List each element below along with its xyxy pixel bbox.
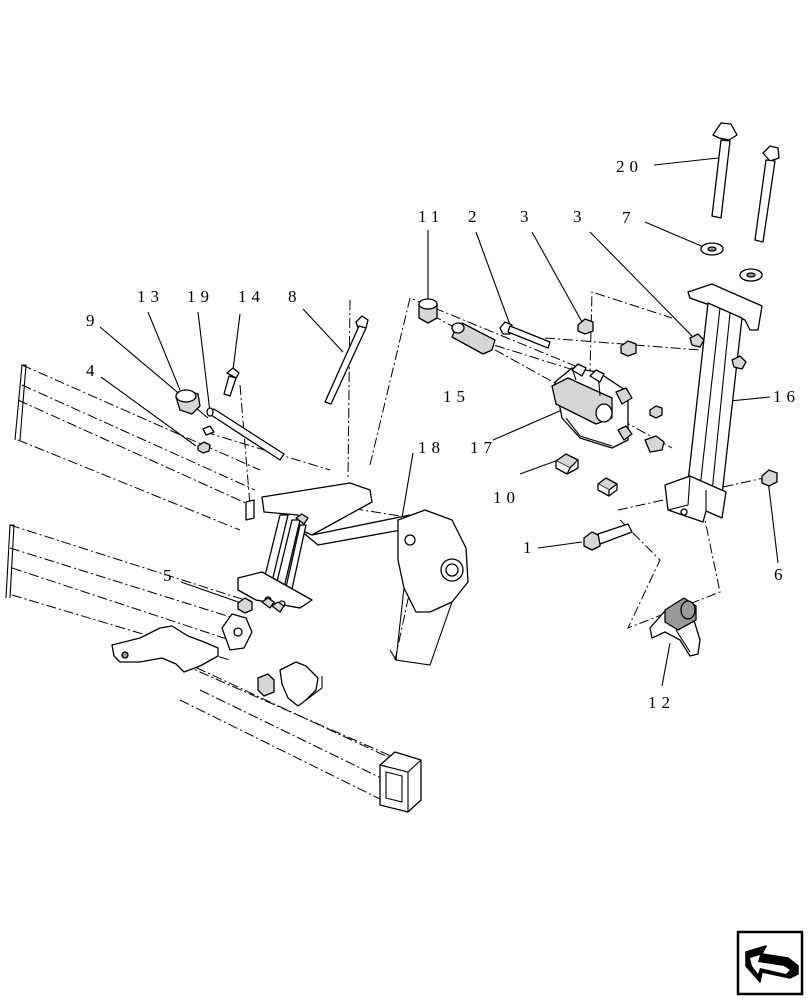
label-3a: 3: [520, 207, 534, 226]
label-18: 18: [418, 438, 445, 457]
label-12: 12: [648, 693, 675, 712]
label-9: 9: [86, 311, 100, 330]
label-11: 11: [418, 207, 444, 226]
item-15-sleeve: [451, 322, 496, 355]
item-5-nut: [237, 597, 253, 614]
label-14: 14: [238, 287, 265, 306]
label-1: 1: [523, 538, 537, 557]
item-10-square-nuts: [555, 435, 665, 497]
item-17-pivot-housing: [551, 363, 633, 449]
label-13: 13: [137, 287, 164, 306]
centerlines: [9, 291, 765, 801]
item-20-bolts: [711, 122, 780, 243]
item-11-bushing: [418, 298, 438, 324]
label-2: 2: [468, 207, 482, 226]
item-14-bolt: [223, 367, 240, 397]
label-10: 10: [493, 488, 520, 507]
previous-page-arrow-icon[interactable]: [736, 930, 804, 996]
label-20: 20: [616, 157, 643, 176]
item-8-pin: [324, 315, 369, 405]
frame-member-lower: [5, 524, 422, 813]
item-2-bolt: [499, 321, 551, 349]
label-7: 7: [622, 208, 636, 227]
leader-lines: [99, 157, 779, 687]
item-16-support-post: [664, 283, 763, 523]
item-18-frame-bracket: [237, 482, 469, 666]
label-17: 17: [470, 438, 497, 457]
item-12-bracket: [649, 597, 701, 657]
item-6-nut: [761, 469, 778, 487]
callout-labels: 20 7 11 2 3 3 13 19 14 8 9 4 15 16 18 17…: [86, 157, 800, 712]
label-3b: 3: [573, 207, 587, 226]
item-1-bolt: [583, 523, 633, 551]
label-16: 16: [773, 387, 800, 406]
item-19-pin: [206, 407, 285, 461]
label-4: 4: [86, 361, 100, 380]
item-7-washers: [700, 242, 763, 282]
item-4-nut: [197, 441, 211, 454]
label-5: 5: [163, 566, 177, 585]
label-15: 15: [443, 387, 470, 406]
frame-member-upper: [14, 364, 27, 441]
item-13-bushing: [175, 389, 201, 415]
hitch-bracket: [111, 613, 323, 707]
label-6: 6: [774, 565, 788, 584]
item-3-nuts: [577, 318, 663, 419]
label-8: 8: [288, 287, 302, 306]
label-19: 19: [187, 287, 214, 306]
item-9-clip: [202, 425, 215, 436]
